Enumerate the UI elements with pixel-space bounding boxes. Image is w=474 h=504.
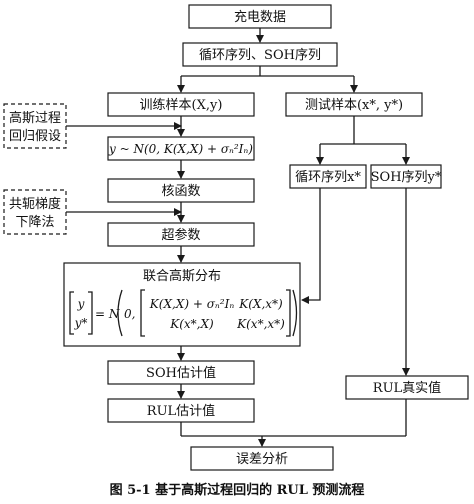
paren-left [117,289,123,337]
joint-title: 联合高斯分布 [143,268,221,284]
joint-k21: K(x*,X) [169,317,214,331]
rul-estimate-label: RUL估计值 [147,403,215,419]
figure-caption: 图 5-1 基于高斯过程回归的 RUL 预测流程 [110,482,365,498]
connectors [66,28,410,447]
test-cycle-label: 循环序列x* [295,170,361,185]
joint-k11: K(X,X) + σₙ²Iₙ [149,297,235,311]
gp-assumption-line1: 高斯过程 [9,110,61,126]
soh-estimate-label: SOH估计值 [146,365,216,381]
kernel-label: 核函数 [161,184,200,199]
gp-assumption-box [3,103,67,149]
cycle-soh-label: 循环序列、SOH序列 [199,48,321,63]
test-sample-label: 测试样本(x*, y*) [305,98,403,113]
cg-line2: 下降法 [15,215,54,230]
hyperparams-box [107,222,255,247]
joint-zero: 0, [124,307,135,321]
test-soh-box [370,164,442,189]
rul-estimate-box [107,398,255,423]
cov-bracket-right [286,289,291,337]
charge-data-label: 充电数据 [234,9,286,25]
joint-k22: K(x*,x*) [236,317,285,331]
rul-true-label: RUL真实值 [373,380,441,396]
train-sample-box [107,92,255,117]
rul-true-box [345,375,469,400]
test-cycle-box [289,164,367,189]
lhs-bracket-right [88,291,93,335]
joint-lhs-top: y [77,297,85,311]
joint-eq: = N [95,307,120,321]
soh-estimate-box [107,360,255,385]
test-sample-box [285,92,423,117]
prior-formula-box [107,136,255,161]
test-soh-label: SOH序列y* [371,170,442,185]
charge-data-box [188,4,332,29]
error-analysis-label: 误差分析 [236,452,288,467]
error-analysis-box [190,446,334,471]
arrow-test-cycle-to-joint [301,188,321,304]
train-sample-label: 训练样本(X,y) [140,98,223,113]
joint-formula: y y* = N 0, K(X,X) + σₙ²Iₙ K(X,x*) K(x*,… [69,289,298,337]
gp-assumption-line2: 回归假设 [9,129,61,144]
cycle-soh-box [182,42,338,67]
lhs-bracket-left [69,291,74,335]
cg-line1: 共轭梯度 [9,196,61,212]
joint-lhs-bottom: y* [74,316,88,330]
cg-box [3,189,67,235]
hyperparams-label: 超参数 [161,227,200,243]
cov-bracket-left [140,289,145,337]
paren-right [292,289,298,337]
prior-formula-label: y ~ N(0, K(X,X) + σₙ²Iₙ) [108,142,253,156]
kernel-box [107,178,255,203]
joint-k12: K(X,x*) [238,297,283,311]
joint-distribution-box [63,262,301,347]
